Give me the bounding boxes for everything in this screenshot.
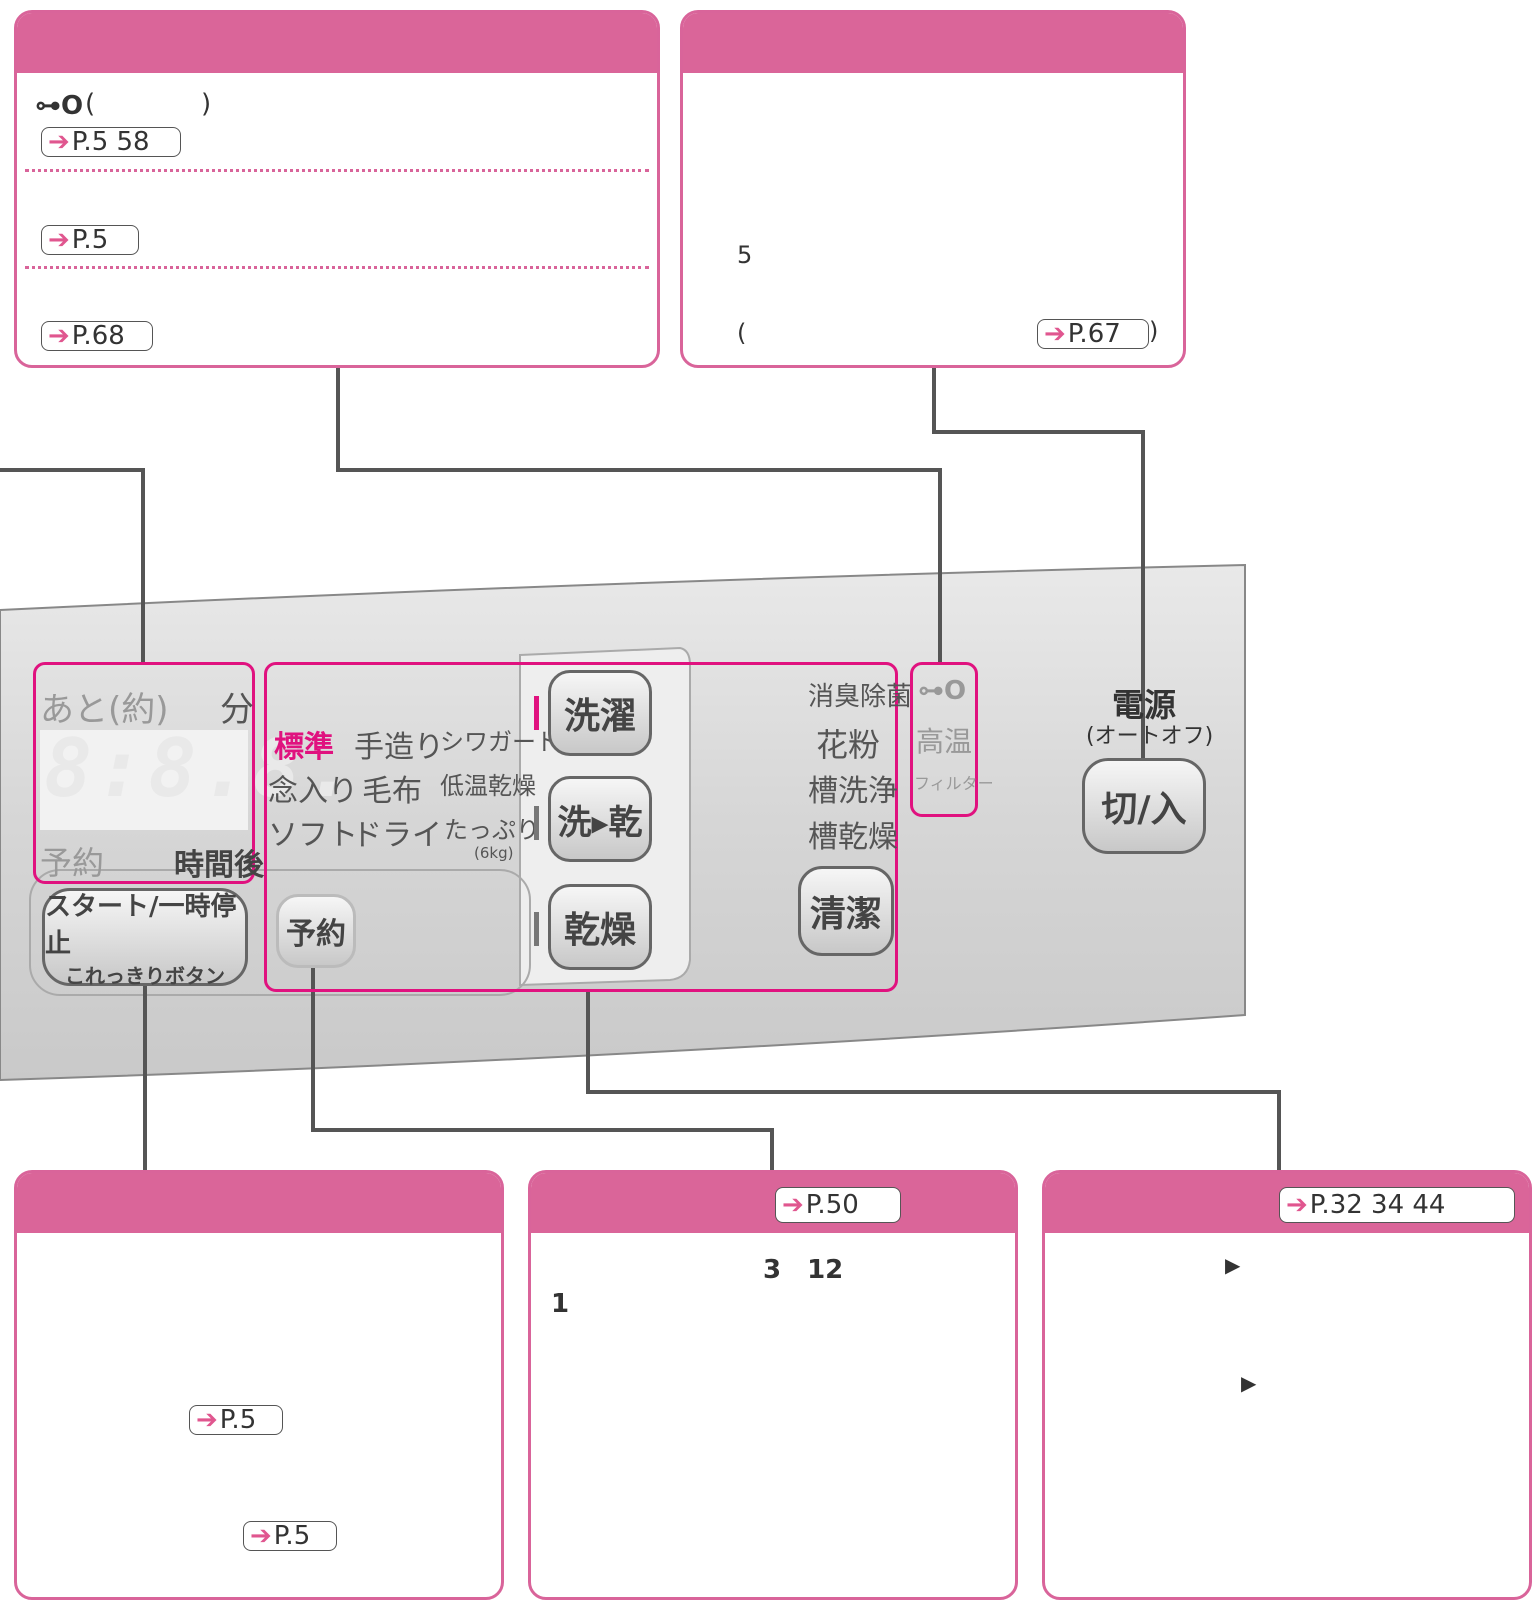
page-ref-text: P.67 bbox=[1067, 319, 1121, 349]
mode-indicator bbox=[534, 806, 539, 840]
display-highlight bbox=[33, 662, 255, 884]
page-ref-link[interactable]: ➔ P.5 bbox=[41, 225, 139, 255]
callout-top-right: 5 ( ➔ P.67 ) bbox=[680, 10, 1186, 368]
page-ref-text: P.32 34 44 bbox=[1309, 1190, 1446, 1220]
start-pause-button[interactable]: スタート/一時停止 これっきりボタン bbox=[42, 888, 248, 988]
course-pollen[interactable]: 花粉 bbox=[816, 726, 881, 764]
wash-dry-button-label: 洗▸乾 bbox=[557, 802, 643, 843]
course-highlight bbox=[264, 662, 898, 992]
callout-number: 3 12 bbox=[763, 1255, 844, 1285]
course-moufu[interactable]: 毛布 bbox=[362, 774, 422, 809]
seven-segment-digits: 8:8.8. bbox=[44, 722, 357, 815]
wash-dry-button[interactable]: 洗▸乾 bbox=[548, 776, 652, 862]
arrow-icon: ➔ bbox=[250, 1521, 272, 1551]
paren-close: ) bbox=[1149, 317, 1159, 345]
dotted-divider bbox=[25, 169, 649, 172]
callout-bottom-right: ➔ P.32 34 44 ▶ ▶ bbox=[1042, 1170, 1532, 1600]
course-note: (6kg) bbox=[474, 844, 514, 862]
callout-bottom-left: ➔ P.5 ➔ P.5 bbox=[14, 1170, 504, 1600]
callout-bottom-middle: ➔ P.50 3 12 1 bbox=[528, 1170, 1018, 1600]
arrow-icon: ➔ bbox=[782, 1190, 804, 1220]
page-ref-text: P.50 bbox=[805, 1190, 859, 1220]
page-ref-link[interactable]: ➔ P.5 bbox=[243, 1521, 337, 1551]
dry-button[interactable]: 乾燥 bbox=[548, 884, 652, 970]
course-tub-dry[interactable]: 槽乾燥 bbox=[808, 820, 898, 855]
callout-number: 5 bbox=[737, 241, 753, 269]
start-pause-label: スタート/一時停止 bbox=[45, 891, 237, 959]
jikango-label: 時間後 bbox=[174, 848, 264, 883]
course-tub-clean[interactable]: 槽洗浄 bbox=[808, 774, 898, 809]
arrow-icon: ➔ bbox=[48, 127, 70, 157]
callout-header bbox=[683, 13, 1183, 73]
page-ref-link[interactable]: ➔ P.32 34 44 bbox=[1279, 1187, 1515, 1223]
wash-button-label: 洗濯 bbox=[563, 696, 636, 737]
page-ref-text: P.5 bbox=[71, 225, 109, 255]
fun-label: 分 bbox=[220, 690, 254, 730]
course-nenniri[interactable]: 念入り bbox=[268, 774, 358, 809]
course-tappuri[interactable]: たっぷり bbox=[444, 816, 540, 844]
mode-indicator bbox=[534, 912, 539, 946]
page-ref-link[interactable]: ➔ P.5 58 bbox=[41, 127, 181, 157]
yoyaku-button[interactable]: 予約 bbox=[276, 894, 356, 968]
yoyaku-button-label: 予約 bbox=[286, 917, 346, 952]
page-ref-text: P.68 bbox=[71, 321, 125, 351]
mode-indicator bbox=[534, 696, 539, 730]
callout-header bbox=[531, 1173, 1015, 1233]
page-ref-link[interactable]: ➔ P.50 bbox=[775, 1187, 901, 1223]
page-ref-text: P.5 58 bbox=[71, 127, 150, 157]
course-dry[interactable]: ドライ bbox=[352, 818, 442, 853]
triangle-marker-icon: ▶ bbox=[1241, 1371, 1257, 1395]
power-label: 電源 bbox=[1112, 686, 1177, 724]
lock-highlight bbox=[910, 662, 978, 817]
course-deodorize[interactable]: 消臭除菌 bbox=[808, 682, 913, 712]
high-temp-label: 高温 bbox=[916, 725, 973, 758]
key-lock-icon: ⊶O bbox=[918, 676, 967, 706]
key-lock-icon: ⊶O bbox=[35, 91, 84, 121]
arrow-icon: ➔ bbox=[48, 225, 70, 255]
power-button-label: 切/入 bbox=[1101, 789, 1187, 830]
callout-number: 1 bbox=[551, 1289, 570, 1319]
arrow-icon: ➔ bbox=[1286, 1190, 1308, 1220]
paren-close: ) bbox=[201, 89, 212, 119]
page-ref-text: P.5 bbox=[219, 1405, 257, 1435]
dotted-divider bbox=[25, 266, 649, 269]
callout-header bbox=[17, 13, 657, 73]
arrow-icon: ➔ bbox=[1044, 319, 1066, 349]
time-display bbox=[40, 730, 248, 830]
page-ref-link[interactable]: ➔ P.67 bbox=[1037, 319, 1149, 349]
course-soft[interactable]: ソフト bbox=[268, 818, 358, 853]
page-ref-text: P.5 bbox=[273, 1521, 311, 1551]
seiketsu-button[interactable]: 清潔 bbox=[798, 866, 894, 956]
wash-button[interactable]: 洗濯 bbox=[548, 670, 652, 756]
callout-header bbox=[17, 1173, 501, 1233]
korekkiri-label: これっきりボタン bbox=[65, 963, 225, 988]
callout-top-left: ⊶O ( ) ➔ P.5 58 ➔ P.5 ➔ P.68 bbox=[14, 10, 660, 368]
page-ref-link[interactable]: ➔ P.5 bbox=[189, 1405, 283, 1435]
arrow-icon: ➔ bbox=[48, 321, 70, 351]
dry-button-label: 乾燥 bbox=[563, 910, 636, 951]
paren-open: ( bbox=[85, 89, 96, 119]
course-standard[interactable]: 標準 bbox=[274, 730, 334, 765]
seiketsu-button-label: 清潔 bbox=[809, 894, 882, 935]
filter-label: フィルター bbox=[914, 774, 994, 793]
paren-open: ( bbox=[737, 319, 747, 347]
ato-label: あと(約) bbox=[40, 690, 169, 730]
auto-off-label: (オートオフ) bbox=[1086, 724, 1214, 749]
arrow-icon: ➔ bbox=[196, 1405, 218, 1435]
course-low-temp-dry[interactable]: 低温乾燥 bbox=[440, 772, 536, 800]
page-ref-link[interactable]: ➔ P.68 bbox=[41, 321, 153, 351]
course-wrinkle-guard[interactable]: シワガード bbox=[440, 728, 560, 756]
triangle-marker-icon: ▶ bbox=[1225, 1253, 1241, 1277]
yoyaku-label: 予約 bbox=[40, 844, 105, 882]
course-tezukuri[interactable]: 手造り bbox=[354, 730, 444, 765]
power-button[interactable]: 切/入 bbox=[1082, 758, 1206, 854]
